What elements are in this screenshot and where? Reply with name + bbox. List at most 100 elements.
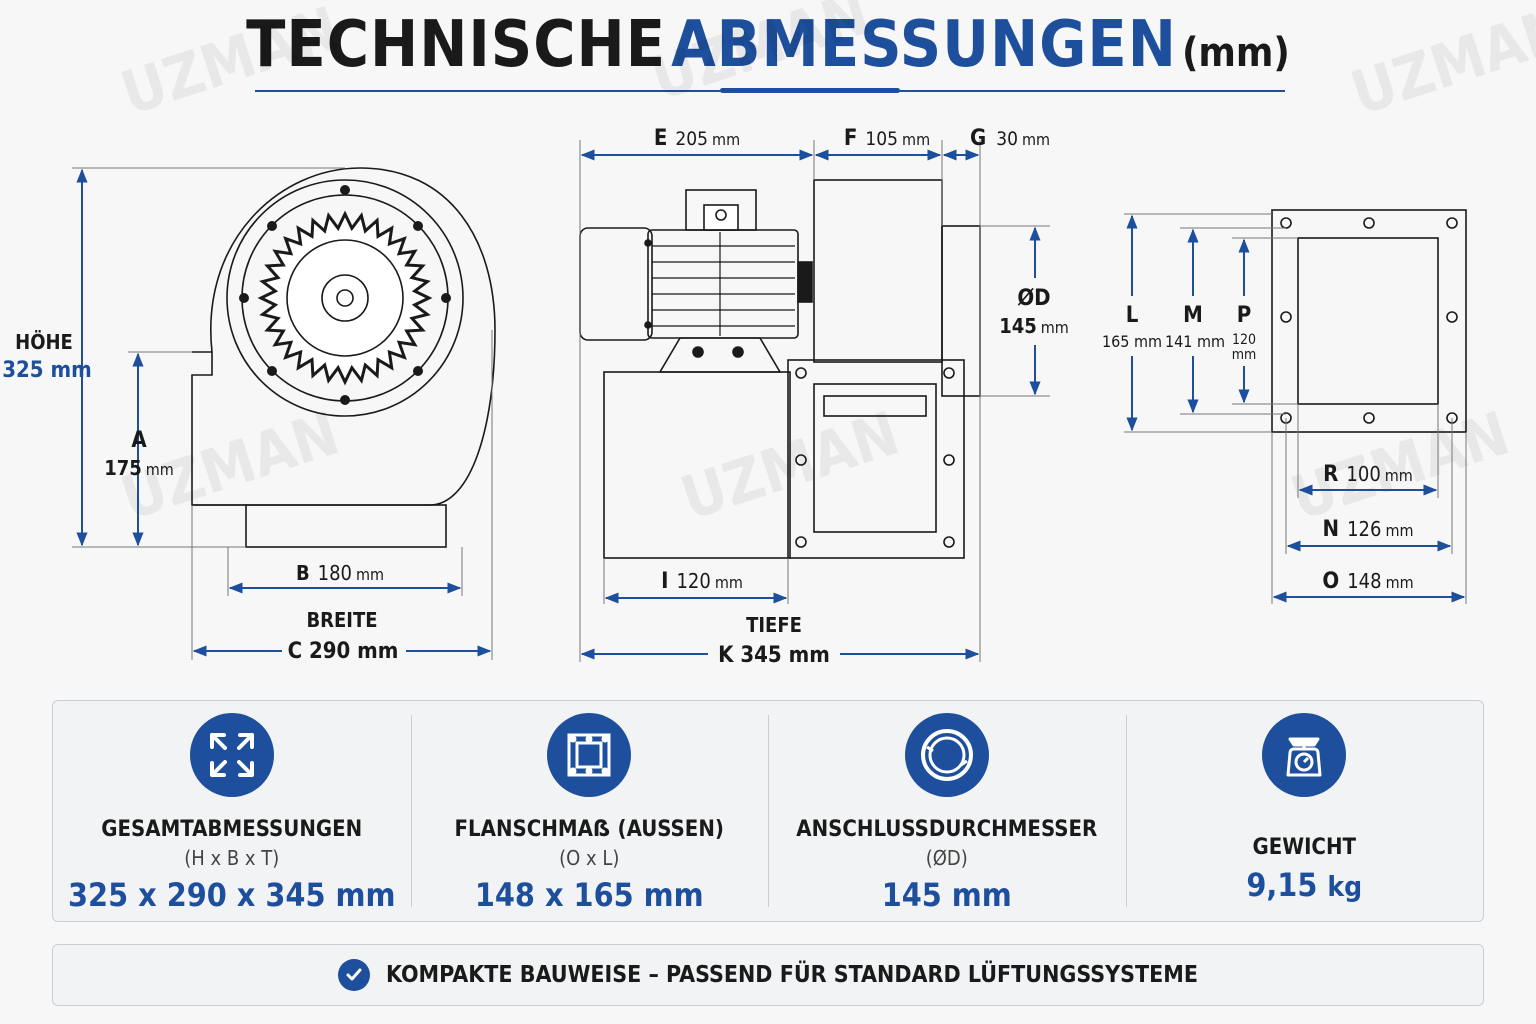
fan-housing-side: [813, 179, 943, 363]
flange-square-icon: [547, 713, 632, 797]
spec-overall-dimensions: GESAMTABMESSUNGEN (H x B x T) 325 x 290 …: [53, 701, 411, 921]
f-letter: F: [844, 126, 858, 151]
spec-value: 9,15 kg: [1126, 866, 1484, 904]
d-unit: mm: [1041, 318, 1069, 337]
motor-stand: [658, 337, 782, 373]
spec-weight: GEWICHT 9,15 kg: [1125, 701, 1484, 921]
spec-flange-size: FLANSCHMAẞ (AUSSEN) (O x L) 148 x 165 mm: [410, 701, 769, 921]
o-letter: O: [1322, 569, 1339, 594]
spec-sub: (H x B x T): [184, 846, 280, 870]
impeller-teeth: [257, 210, 433, 386]
breite-label: BREITE: [306, 608, 377, 632]
r-value: R 100 mm: [1323, 462, 1413, 487]
page-title: TECHNISCHE ABMESSUNGEN (mm): [0, 8, 1536, 82]
p-unit: mm: [1232, 347, 1257, 363]
flange-view-bolts: [1280, 217, 1458, 424]
b-letter: B: [296, 561, 310, 585]
motor-fins: [652, 232, 795, 336]
motor-coupling: [797, 261, 813, 303]
impeller-shaft: [336, 289, 354, 307]
spec-summary-panel: GESAMTABMESSUNGEN (H x B x T) 325 x 290 …: [52, 700, 1484, 922]
f-unit: mm: [902, 130, 930, 149]
spec-connection-diameter: ANSCHLUSSDURCHMESSER (ØD) 145 mm: [768, 701, 1126, 921]
a-number: 175: [104, 456, 142, 480]
scale-icon: [1262, 713, 1347, 797]
p-letter: P: [1237, 303, 1252, 328]
b-number: 180: [318, 561, 352, 585]
weight-number: 9,15: [1246, 866, 1318, 904]
weight-unit: kg: [1327, 870, 1363, 903]
d-number: 145: [999, 314, 1037, 338]
fan-volute-housing: [191, 167, 496, 506]
inlet-collar: [941, 225, 981, 397]
tiefe-label: TIEFE: [746, 613, 802, 637]
watermark: UZMAN: [113, 0, 347, 129]
side-dimension-lines: [580, 149, 1041, 660]
outlet-opening: [813, 383, 937, 533]
b-unit: mm: [356, 565, 384, 584]
flange-bolts: [795, 367, 955, 548]
g-unit: mm: [1022, 130, 1050, 149]
title-part-2: ABMESSUNGEN: [671, 8, 1177, 82]
ring-diameter-icon: [904, 713, 989, 797]
fan-base-plate: [245, 504, 447, 548]
o-number: 148: [1347, 569, 1381, 593]
p-value: 120: [1232, 332, 1256, 348]
feature-note-text: KOMPAKTE BAUWEISE – PASSEND FÜR STANDARD…: [385, 962, 1199, 988]
title-part-3: (mm): [1181, 30, 1290, 76]
spec-value: 325 x 290 x 345 mm: [68, 876, 396, 914]
motor-end-cap: [579, 227, 653, 341]
front-extension-lines: [72, 167, 493, 660]
side-extension-lines: [579, 140, 1050, 662]
spec-name: FLANSCHMAẞ (AUSSEN): [454, 817, 724, 842]
front-dimension-lines: [76, 168, 492, 657]
d-letter: ØD: [1017, 286, 1050, 311]
r-number: 100: [1346, 462, 1380, 486]
k-value: K 345 mm: [718, 643, 830, 668]
l-letter: L: [1126, 303, 1139, 328]
spec-name: GEWICHT: [1252, 835, 1357, 860]
l-value: 165 mm: [1102, 332, 1162, 351]
front-view: [72, 167, 496, 660]
r-letter: R: [1323, 462, 1338, 487]
hoehe-value: 325 mm: [2, 358, 91, 383]
i-letter: I: [661, 569, 668, 594]
outlet-flange: [787, 359, 965, 559]
i-unit: mm: [715, 573, 743, 592]
spec-name: ANSCHLUSSDURCHMESSER: [796, 817, 1098, 842]
n-letter: N: [1323, 517, 1340, 542]
m-value: 141 mm: [1165, 332, 1225, 351]
spec-sub: (O x L): [559, 846, 620, 870]
feature-note: KOMPAKTE BAUWEISE – PASSEND FÜR STANDARD…: [52, 944, 1484, 1006]
r-unit: mm: [1385, 466, 1413, 485]
fan-outer-ring: [226, 179, 464, 417]
watermark: UZMAN: [1343, 0, 1536, 129]
spec-value: 145 mm: [881, 876, 1012, 914]
m-letter: M: [1183, 303, 1203, 328]
e-unit: mm: [712, 130, 740, 149]
n-unit: mm: [1385, 521, 1413, 540]
title-part-1: TECHNISCHE: [246, 8, 667, 82]
flange-view: [1124, 209, 1467, 604]
e-number: 205: [675, 128, 708, 150]
outlet-damper: [823, 395, 927, 417]
bolt-holes: [239, 185, 451, 405]
check-circle-icon: [337, 959, 370, 991]
side-view: [579, 140, 1050, 662]
title-underline-accent: [720, 88, 900, 93]
spec-name: GESAMTABMESSUNGEN: [101, 817, 363, 842]
spec-value: 148 x 165 mm: [474, 876, 704, 914]
base-box: [603, 371, 791, 559]
g-letter: G: [970, 126, 986, 151]
impeller-hub-ring: [286, 239, 404, 357]
g-number: 30: [996, 128, 1018, 150]
